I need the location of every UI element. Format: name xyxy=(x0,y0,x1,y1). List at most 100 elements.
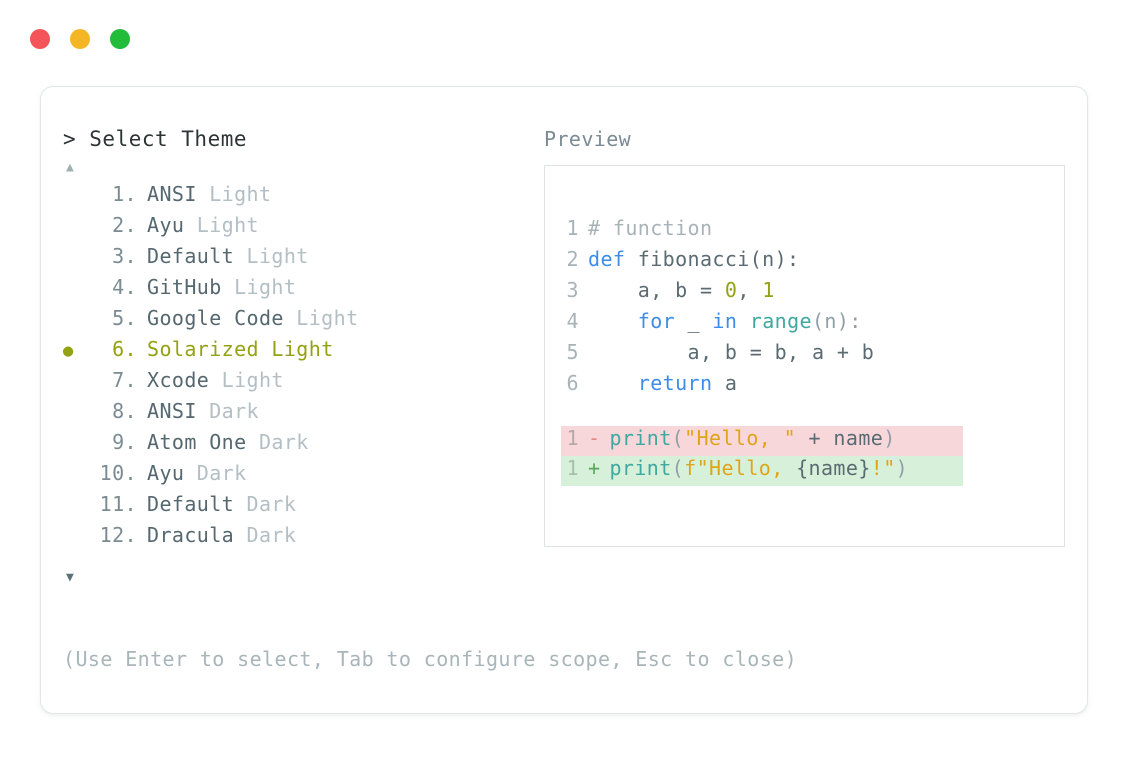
theme-item-index: 6. xyxy=(99,337,137,361)
code-token: fibonacci(n): xyxy=(637,247,800,271)
theme-list-item[interactable]: 4.GitHub Light xyxy=(63,275,533,306)
close-button[interactable] xyxy=(30,29,50,49)
code-line-text: # function xyxy=(588,216,712,240)
code-line-number: 3 xyxy=(566,278,579,302)
code-line: 1 # function xyxy=(561,216,1064,247)
code-token: print xyxy=(609,456,672,480)
theme-item-index: 12. xyxy=(99,523,137,547)
page-title: > Select Theme xyxy=(63,127,248,151)
theme-item-name: Default xyxy=(147,244,235,268)
theme-item-name: Default xyxy=(147,492,235,516)
theme-item-name: Ayu xyxy=(147,213,185,237)
code-token: a xyxy=(712,371,738,395)
theme-item-index: 8. xyxy=(99,399,137,423)
theme-item-variant: Light xyxy=(184,213,259,237)
maximize-button[interactable] xyxy=(110,29,130,49)
code-token: _ xyxy=(675,309,713,333)
theme-item-index: 7. xyxy=(99,368,137,392)
code-line-number: 1 xyxy=(566,216,579,240)
code-token: , xyxy=(737,278,763,302)
diff-line-text: print(f"Hello, {name}!") xyxy=(609,456,908,480)
code-token: # function xyxy=(588,216,713,240)
diff-line-number: 1 xyxy=(566,426,579,450)
code-token: def xyxy=(588,247,638,271)
theme-item-index: 2. xyxy=(99,213,137,237)
diff-removed-line: 1-print("Hello, " + name) xyxy=(561,426,963,456)
code-token: a, b = b, a + b xyxy=(588,340,875,364)
theme-list-item[interactable]: 3.Default Light xyxy=(63,244,533,275)
theme-item-variant: Light xyxy=(283,306,359,330)
theme-list-item[interactable]: 12.Dracula Dark xyxy=(63,523,533,554)
theme-list-item[interactable]: 2. Ayu Light xyxy=(63,213,533,244)
code-line: 6 return a xyxy=(561,371,1064,402)
theme-list-item[interactable]: 10. Ayu Dark xyxy=(63,461,533,492)
theme-item-variant: Dark xyxy=(196,399,259,423)
theme-item-name: Dracula xyxy=(147,523,235,547)
code-token: f"Hello, xyxy=(684,456,797,480)
code-token: 1 xyxy=(762,278,775,302)
window-controls xyxy=(30,29,130,49)
code-token: 0 xyxy=(724,278,738,302)
code-token: print xyxy=(609,426,672,450)
diff-line-text: print("Hello, " + name) xyxy=(609,426,895,450)
code-line: 3 a, b = 0, 1 xyxy=(561,278,1064,309)
theme-item-name: Ayu xyxy=(147,461,185,485)
theme-list-item[interactable]: 5.Google Code Light xyxy=(63,306,533,337)
code-token xyxy=(588,371,638,395)
code-line: 4 for _ in range(n): xyxy=(561,309,1064,340)
theme-item-name: GitHub xyxy=(147,275,222,299)
code-token: a, b = xyxy=(588,278,725,302)
theme-list-item[interactable]: 11.Default Dark xyxy=(63,492,533,523)
theme-list-item[interactable]: ● 6.Solarized Light xyxy=(63,337,533,368)
diff-added-line: 1 + print(f"Hello, {name}!") xyxy=(561,456,963,486)
theme-item-index: 1. xyxy=(99,182,137,206)
preview-label: Preview xyxy=(544,127,632,151)
code-line-number: 6 xyxy=(566,371,579,395)
theme-item-name: Atom One xyxy=(147,430,247,454)
theme-list-item[interactable]: 1.ANSI Light xyxy=(63,182,533,213)
theme-picker-card: > Select Theme ▲ 1.ANSI Light 2.Ayu Ligh… xyxy=(40,86,1088,714)
code-token: for xyxy=(637,309,676,333)
code-token: {name} xyxy=(796,456,871,480)
diff-sign: + xyxy=(588,456,601,480)
code-token: !" xyxy=(870,456,896,480)
code-token: range xyxy=(749,309,812,333)
theme-item-name: ANSI xyxy=(147,399,197,423)
code-line-number: 5 xyxy=(566,340,579,364)
theme-list-item[interactable]: 7.Xcode Light xyxy=(63,368,533,399)
selected-bullet-icon: ● xyxy=(63,341,74,361)
code-line-number: 4 xyxy=(566,309,579,333)
scroll-down-icon[interactable]: ▼ xyxy=(66,570,74,585)
theme-item-index: 11. xyxy=(99,492,137,516)
theme-list-pane: > Select Theme ▲ 1.ANSI Light 2.Ayu Ligh… xyxy=(63,127,533,586)
code-block: 1 # function 2 def fibonacci(n): 3 a, b = 0,… xyxy=(561,216,1064,402)
theme-item-variant: Light xyxy=(196,182,272,206)
theme-item-name: Xcode xyxy=(147,368,210,392)
theme-list[interactable]: 1.ANSI Light 2.Ayu Light 3.Default Light… xyxy=(63,182,533,554)
code-token: return xyxy=(637,371,713,395)
code-line-number: 2 xyxy=(566,247,579,271)
code-token: ( xyxy=(671,426,685,450)
code-token: ) xyxy=(883,426,896,450)
code-token xyxy=(588,309,638,333)
code-token: (n): xyxy=(811,309,862,333)
diff-block: 1-print("Hello, " + name)1+print(f"Hello… xyxy=(561,426,1064,486)
theme-item-variant: Dark xyxy=(184,461,247,485)
preview-pane: Preview 1 # function 2 def fibonacci(n): 3 a… xyxy=(544,127,1069,547)
code-line-text: for _ in range(n): xyxy=(588,309,862,333)
theme-list-item[interactable]: 8. ANSI Dark xyxy=(63,399,533,430)
theme-list-item[interactable]: 9.Atom One Dark xyxy=(63,430,533,461)
code-token: + name xyxy=(796,426,884,450)
theme-item-variant: Light xyxy=(221,275,297,299)
theme-item-index: 10. xyxy=(99,461,137,485)
code-token: "Hello, " xyxy=(684,426,797,450)
theme-item-variant: Light xyxy=(234,244,309,268)
scroll-up-icon[interactable]: ▲ xyxy=(66,160,74,175)
code-diff-spacer xyxy=(561,402,1064,426)
theme-item-index: 9. xyxy=(99,430,137,454)
theme-item-name: Solarized xyxy=(147,337,259,361)
code-line: 5 a, b = b, a + b xyxy=(561,340,1064,371)
minimize-button[interactable] xyxy=(70,29,90,49)
code-token: ) xyxy=(895,456,909,480)
diff-line-number: 1 xyxy=(566,456,579,480)
